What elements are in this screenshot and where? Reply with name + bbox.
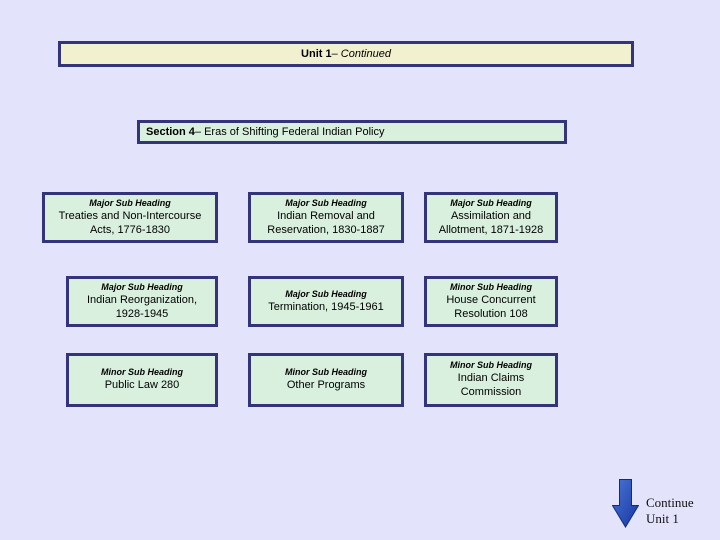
subheading-label: Minor Sub Heading (101, 367, 183, 378)
subheading-label: Minor Sub Heading (450, 281, 532, 292)
subheading-box-claims-commission: Minor Sub Heading Indian Claims Commissi… (424, 353, 558, 407)
subheading-box-other-programs: Minor Sub Heading Other Programs (248, 353, 404, 407)
subheading-text: Indian Removal and Reservation, 1830-188… (267, 209, 385, 236)
subheading-text: Other Programs (286, 379, 366, 392)
subheading-label: Major Sub Heading (285, 197, 367, 208)
continue-label-line1: Continue (646, 495, 694, 510)
subheading-text: Indian Reorganization, 1928-1945 (86, 293, 198, 320)
section-header-text: – Eras of Shifting Federal Indian Policy (194, 126, 385, 138)
section-header-bar: Section 4 – Eras of Shifting Federal Ind… (137, 120, 567, 144)
section-header-bold: Section 4 (146, 126, 195, 138)
subheading-label: Major Sub Heading (450, 197, 532, 208)
subheading-box-house-resolution: Minor Sub Heading House Concurrent Resol… (424, 276, 558, 327)
subheading-box-termination: Major Sub Heading Termination, 1945-1961 (248, 276, 404, 327)
subheading-text: Indian Claims Commission (457, 372, 525, 398)
subheading-text: House Concurrent Resolution 108 (446, 293, 536, 320)
unit-title-bar: Unit 1– Continued (58, 41, 634, 67)
subheading-label: Minor Sub Heading (285, 367, 367, 378)
subheading-label: Major Sub Heading (101, 281, 183, 292)
subheading-label: Major Sub Heading (285, 288, 367, 299)
subheading-text: Assimilation and Allotment, 1871-1928 (438, 209, 544, 236)
subheading-text: Treaties and Non-Intercourse Acts, 1776-… (58, 209, 202, 236)
subheading-text: Termination, 1945-1961 (268, 300, 384, 313)
subheading-box-assimilation: Major Sub Heading Assimilation and Allot… (424, 192, 558, 243)
subheading-label: Major Sub Heading (89, 197, 171, 208)
subheading-text: Public Law 280 (104, 379, 180, 392)
subheading-box-reorganization: Major Sub Heading Indian Reorganization,… (66, 276, 218, 327)
subheading-label: Minor Sub Heading (450, 360, 532, 371)
unit-title-bold: Unit 1 (301, 48, 332, 60)
unit-title-italic: – Continued (331, 48, 391, 60)
subheading-box-public-law: Minor Sub Heading Public Law 280 (66, 353, 218, 407)
continue-label-line2: Unit 1 (646, 511, 679, 526)
subheading-box-treaties: Major Sub Heading Treaties and Non-Inter… (42, 192, 218, 243)
down-arrow-icon[interactable] (612, 479, 639, 528)
subheading-box-removal: Major Sub Heading Indian Removal and Res… (248, 192, 404, 243)
